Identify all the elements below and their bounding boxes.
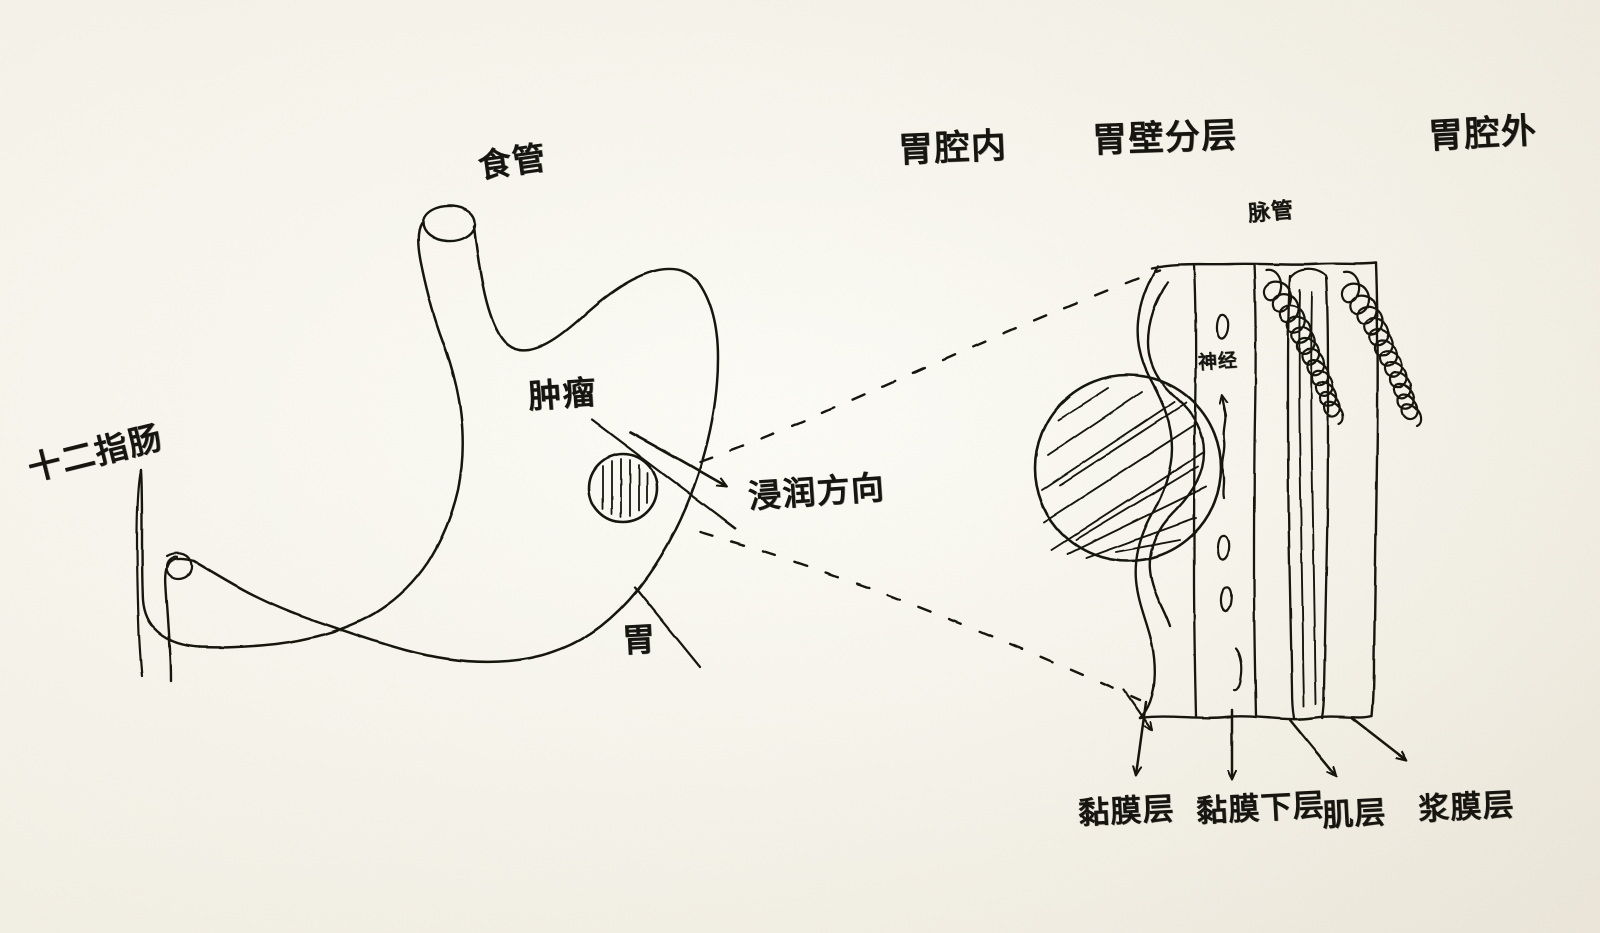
right-tumor-circle bbox=[1033, 373, 1223, 563]
wall-bottom-edge bbox=[1138, 714, 1374, 721]
arrow-mucosa bbox=[1136, 700, 1148, 775]
duodenum-loop-squiggle bbox=[165, 552, 193, 580]
vessel-oval-3 bbox=[1219, 586, 1233, 612]
wall-cross-section-group bbox=[1134, 261, 1423, 721]
invasion-direction-arrow bbox=[628, 430, 726, 486]
label-layer-serosa: 浆膜层 bbox=[1417, 786, 1516, 828]
connector-upper bbox=[698, 268, 1162, 464]
left-tumor-group bbox=[587, 452, 659, 524]
submucosa-outer-boundary bbox=[1252, 262, 1258, 718]
left-tumor-circle bbox=[587, 452, 659, 524]
muscle-bundle-right-edge bbox=[1320, 274, 1330, 720]
connector-lower bbox=[698, 530, 1142, 702]
stomach-pointer-line bbox=[633, 585, 702, 669]
muscularis-chain-column-1 bbox=[1262, 268, 1345, 426]
vessel-oval-2 bbox=[1216, 534, 1231, 561]
arrow-mucosa-secondary bbox=[1122, 688, 1152, 730]
wall-top-edge bbox=[1150, 261, 1378, 270]
nerve-squiggle bbox=[1221, 406, 1227, 500]
right-tumor-hatching bbox=[1041, 387, 1207, 559]
label-stomach: 胃 bbox=[621, 619, 658, 660]
right-tumor-group bbox=[1033, 280, 1223, 628]
label-invasion-direction: 浸润方向 bbox=[746, 467, 887, 516]
esophagus-right-wall bbox=[472, 224, 699, 352]
muscle-bundle-top-cap bbox=[1288, 268, 1329, 281]
muscle-bundle-fiber-2 bbox=[1310, 291, 1317, 705]
label-layer-mucosa: 黏膜层 bbox=[1077, 790, 1176, 832]
label-layer-muscularis: 肌层 bbox=[1321, 794, 1388, 834]
tumor-leader-line bbox=[590, 418, 737, 530]
vessel-streak-4 bbox=[1232, 646, 1243, 692]
stomach-outline-group bbox=[135, 204, 720, 683]
esophagus-opening bbox=[421, 204, 477, 243]
arrow-muscularis bbox=[1288, 718, 1336, 776]
label-esophagus: 食管 bbox=[475, 137, 550, 186]
tumor-mucosal-bulge bbox=[1146, 280, 1206, 628]
nerve-pointer-arrow bbox=[1222, 396, 1226, 418]
duodenum-upper-limb bbox=[139, 468, 202, 649]
muscle-bundle-left-edge bbox=[1286, 274, 1296, 720]
duodenum-second-limb bbox=[164, 557, 196, 683]
vessel-oval-1 bbox=[1215, 313, 1230, 340]
layer-callout-arrows bbox=[1122, 688, 1406, 779]
heading-lumen-outside: 胃腔外 bbox=[1427, 111, 1539, 157]
arrow-serosa bbox=[1350, 716, 1406, 760]
left-leader-strokes bbox=[590, 418, 737, 669]
stomach-greater-curvature bbox=[314, 278, 720, 664]
label-tumor: 肿瘤 bbox=[526, 372, 599, 416]
label-vessels: 脉管 bbox=[1247, 198, 1295, 227]
label-nerve: 神经 bbox=[1197, 349, 1239, 374]
heading-lumen-inside: 胃腔内 bbox=[897, 126, 1009, 171]
esophagus-left-wall bbox=[198, 221, 464, 649]
duodenum-tail-left bbox=[135, 468, 144, 678]
muscle-bundle-fiber-1 bbox=[1298, 289, 1305, 707]
muscularis-chain-column-2 bbox=[1340, 270, 1423, 428]
mucosa-submucosa-boundary bbox=[1192, 262, 1198, 718]
heading-wall-layers: 胃壁分层 bbox=[1091, 115, 1239, 161]
left-tumor-hatching bbox=[602, 458, 648, 518]
vessel-lumen-ovals bbox=[1215, 313, 1243, 692]
label-layer-submucosa: 黏膜下层 bbox=[1195, 787, 1326, 830]
stomach-lesser-curvature bbox=[192, 559, 318, 623]
